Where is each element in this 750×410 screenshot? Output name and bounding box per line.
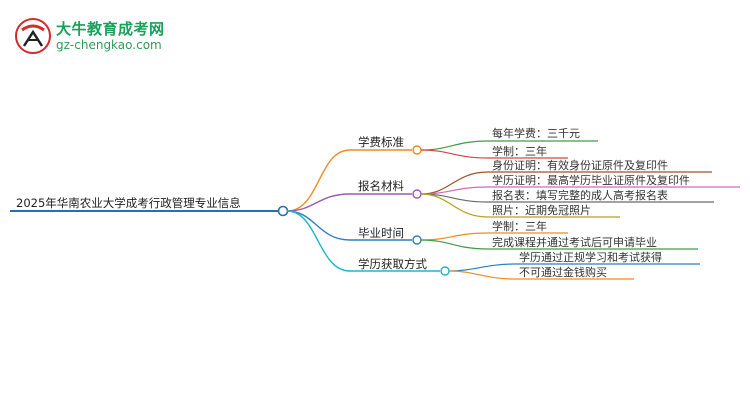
branch-dot-degree[interactable] — [440, 266, 450, 276]
leaf-materials-0: 身份证明：有效身份证原件及复印件 — [492, 158, 668, 172]
leaf-degree-1: 不可通过金钱购买 — [519, 265, 607, 279]
branch-graduation: 毕业时间 学制：三年 完成课程并通过考试后可申请毕业 — [286, 210, 698, 250]
site-title: 大牛教育成考网 — [56, 20, 165, 38]
link-root-tuition — [286, 149, 412, 212]
link-tuition-1 — [420, 149, 568, 159]
link-graduation-0 — [420, 232, 568, 241]
logo-mark-icon — [15, 18, 51, 54]
link-graduation-1 — [420, 239, 698, 250]
leaf-materials-2: 报名表：填写完整的成人高考报名表 — [492, 188, 668, 202]
branch-dot-tuition[interactable] — [412, 145, 422, 155]
leaf-graduation-1: 完成课程并通过考试后可申请毕业 — [492, 235, 657, 249]
root-node: 2025年华南农业大学成考行政管理专业信息 — [10, 196, 289, 217]
leaf-tuition-0: 每年学费：三千元 — [492, 126, 580, 140]
leaf-graduation-0: 学制：三年 — [492, 219, 547, 233]
link-materials-3 — [420, 193, 620, 218]
branch-label-tuition: 学费标准 — [358, 135, 404, 149]
site-url[interactable]: gz-chengkao.com — [56, 38, 162, 52]
leaf-materials-1: 学历证明：最高学历毕业证原件及复印件 — [492, 173, 690, 187]
branch-dot-graduation[interactable] — [412, 235, 422, 245]
leaf-materials-3: 照片：近期免冠照片 — [492, 203, 591, 217]
branch-dot-materials[interactable] — [412, 189, 422, 199]
link-root-degree — [286, 210, 440, 272]
site-logo[interactable]: 大牛教育成考网 gz-chengkao.com — [12, 16, 212, 56]
leaf-degree-0: 学历通过正规学习和考试获得 — [519, 250, 662, 264]
branch-label-materials: 报名材料 — [358, 179, 404, 193]
branch-materials: 报名材料 身份证明：有效身份证原件及复印件 学历证明：最高学历毕业证原件及复印件… — [286, 158, 740, 218]
link-root-materials — [286, 193, 412, 212]
branch-tuition: 学费标准 每年学费：三千元 学制：三年 — [286, 126, 598, 212]
branch-label-graduation: 毕业时间 — [358, 226, 404, 240]
root-connector-dot[interactable] — [277, 205, 289, 217]
leaf-tuition-1: 学制：三年 — [492, 144, 547, 158]
branch-degree: 学历获取方式 学历通过正规学习和考试获得 不可通过金钱购买 — [286, 210, 700, 280]
root-label: 2025年华南农业大学成考行政管理专业信息 — [16, 196, 241, 210]
link-degree-1 — [448, 270, 634, 280]
link-tuition-0 — [420, 140, 598, 151]
branch-label-degree: 学历获取方式 — [358, 257, 427, 271]
